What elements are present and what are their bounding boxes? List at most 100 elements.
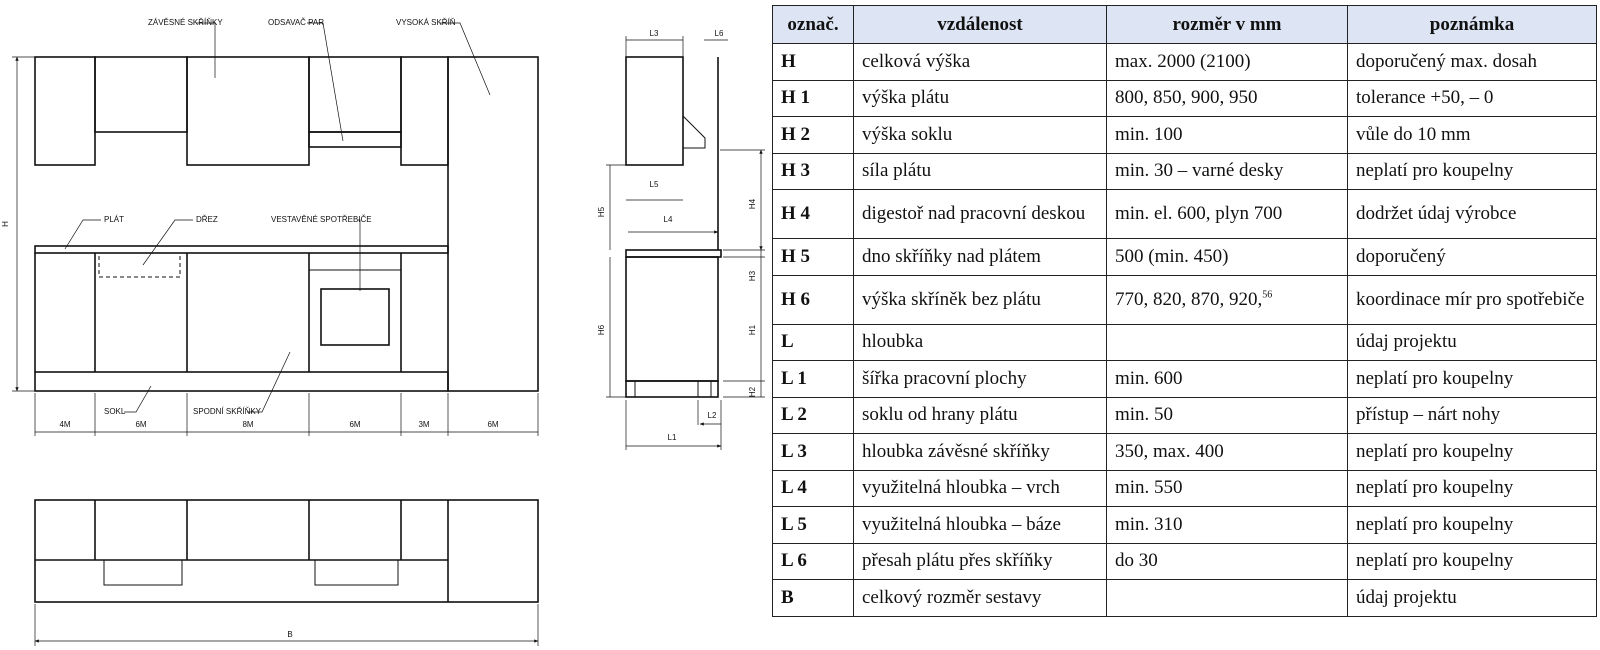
table-header-row: označ. vzdálenost rozměr v mm poznámka: [772, 5, 1597, 44]
dim-h4: H4: [748, 198, 757, 209]
module-label-4: 6M: [349, 420, 360, 429]
cell-note: doporučený: [1347, 238, 1597, 276]
module-label-6: 6M: [487, 420, 498, 429]
cell-code: H 3: [772, 152, 854, 190]
cell-size: 350, max. 400: [1106, 433, 1348, 471]
footnote-ref: 56: [1262, 289, 1273, 301]
cell-code: H 6: [772, 274, 854, 325]
wall-cabinet-2: [94, 56, 188, 133]
height-dim-label: H: [1, 221, 10, 227]
range-hood: [308, 131, 402, 148]
cell-code: L 6: [772, 542, 854, 580]
wall-cabinet-1: [34, 56, 96, 166]
cell-note: údaj projektu: [1347, 323, 1597, 361]
cell-note: neplatí pro koupelny: [1347, 542, 1597, 580]
width-dim-label: B: [287, 630, 292, 639]
cell-size: min. el. 600, plyn 700: [1106, 189, 1348, 239]
dim-l4: L4: [664, 215, 673, 224]
cell-size: do 30: [1106, 542, 1348, 580]
wall-cabinet-4: [308, 56, 402, 133]
cell-distance: hloubka závěsné skříňky: [853, 433, 1107, 471]
dim-l3: L3: [650, 29, 659, 38]
dim-h2: H2: [748, 386, 757, 397]
cell-note: koordinace mír pro spotřebiče: [1347, 274, 1597, 325]
module-label-1: 4M: [59, 420, 70, 429]
header-note: poznámka: [1347, 5, 1597, 44]
cell-note: vůle do 10 mm: [1347, 116, 1597, 154]
cell-distance: využitelná hloubka – vrch: [853, 469, 1107, 507]
plinth: [34, 371, 449, 392]
label-appliances: VESTAVĚNÉ SPOTŘEBIČE: [271, 215, 372, 224]
header-distance: vzdálenost: [853, 5, 1107, 44]
cell-size: min. 50: [1106, 396, 1348, 434]
header-size: rozměr v mm: [1106, 5, 1348, 44]
section-base-cabinet: [625, 256, 719, 382]
cell-size: min. 600: [1106, 360, 1348, 398]
cell-distance: šířka pracovní plochy: [853, 360, 1107, 398]
dimension-table: označ. vzdálenost rozměr v mm poznámka H…: [772, 5, 1597, 617]
label-base-cabinets: SPODNÍ SKŘÍŇKY: [193, 407, 262, 416]
worktop: [34, 245, 449, 254]
plan-hob: [314, 559, 399, 586]
dim-h1: H1: [748, 324, 757, 335]
cell-size: 500 (min. 450): [1106, 238, 1348, 276]
cell-distance: celková výška: [853, 43, 1107, 81]
wall-cabinet-3: [186, 56, 310, 166]
cell-code: L 2: [772, 396, 854, 434]
label-tall-cabinet: VYSOKÁ SKŘÍŇ: [396, 18, 456, 27]
cell-size: [1106, 323, 1348, 361]
section-wall-cabinet: [625, 56, 684, 166]
module-label-5: 3M: [418, 420, 429, 429]
dim-l1: L1: [668, 433, 677, 442]
cell-size: 770, 820, 870, 920,56: [1106, 274, 1348, 325]
cell-size: min. 30 – varné desky: [1106, 152, 1348, 190]
cell-size: [1106, 579, 1348, 617]
cell-distance: přesah plátu přes skříňky: [853, 542, 1107, 580]
cell-code: B: [772, 579, 854, 617]
cell-code: H 2: [772, 116, 854, 154]
cell-size: max. 2000 (2100): [1106, 43, 1348, 81]
cell-code: L: [772, 323, 854, 361]
cell-distance: celkový rozměr sestavy: [853, 579, 1107, 617]
cell-note: doporučený max. dosah: [1347, 43, 1597, 81]
tall-cabinet: [447, 56, 539, 392]
dim-h6: H6: [597, 324, 606, 335]
cell-note: dodržet údaj výrobce: [1347, 189, 1597, 239]
plan-view: B: [34, 499, 539, 646]
cell-note: neplatí pro koupelny: [1347, 469, 1597, 507]
cell-code: L 3: [772, 433, 854, 471]
label-sink: DŘEZ: [196, 215, 218, 224]
front-elevation: H 4M 6M 8M 6M 3M 6M ZÁVĚSNÉ SKŘÍŇKY ODSA…: [1, 18, 539, 436]
cell-code: L 5: [772, 506, 854, 544]
cell-size: min. 100: [1106, 116, 1348, 154]
cell-note: přístup – nárt nohy: [1347, 396, 1597, 434]
cell-distance: síla plátu: [853, 152, 1107, 190]
dim-l6: L6: [715, 29, 724, 38]
dim-l2: L2: [708, 411, 717, 420]
section-worktop: [625, 249, 722, 258]
cell-code: H 5: [772, 238, 854, 276]
side-section: L3 L6 L5 L4 H5 H6 H4 H3 H1 H2 L2 L1: [597, 29, 765, 450]
cell-note: neplatí pro koupelny: [1347, 506, 1597, 544]
label-plinth: SOKL: [104, 407, 126, 416]
dim-l5: L5: [650, 180, 659, 189]
cell-distance: hloubka: [853, 323, 1107, 361]
cell-distance: výška plátu: [853, 79, 1107, 117]
label-hood: ODSAVAČ PAR: [268, 18, 324, 27]
cell-code: L 1: [772, 360, 854, 398]
module-label-3: 8M: [242, 420, 253, 429]
plan-sink: [103, 559, 183, 586]
